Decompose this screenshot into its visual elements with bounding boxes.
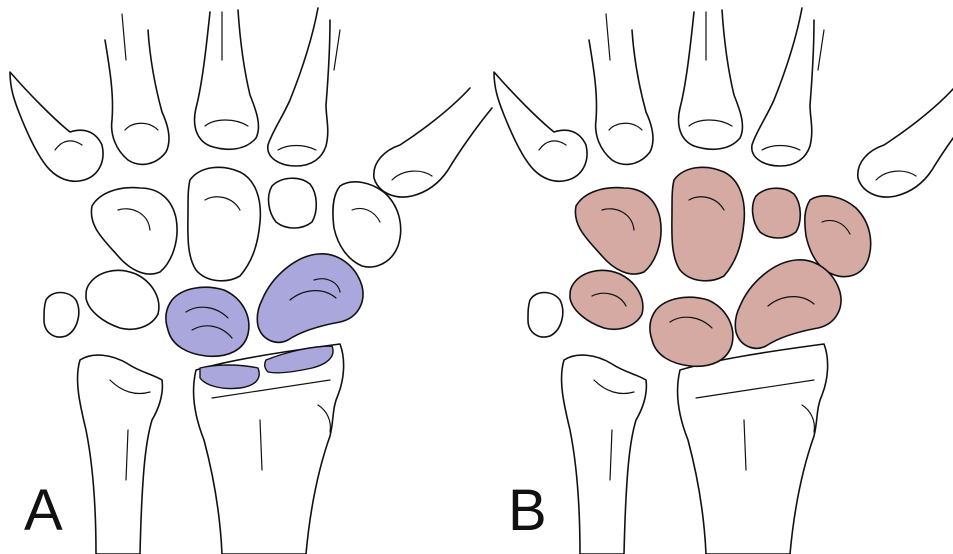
panel-label-a: A: [24, 482, 63, 540]
trapezium-a: [91, 188, 177, 274]
lunate-highlight-b: [650, 297, 733, 366]
trapezoid-highlight-b: [672, 167, 745, 280]
radial-facet-highlight-a: [200, 365, 259, 389]
scaphoid-highlight-a: [257, 254, 363, 343]
panel-b: [494, 8, 953, 554]
trapezoid-a: [188, 167, 261, 280]
scaphoid-highlight-b: [735, 260, 841, 349]
pisiform-b: [528, 293, 563, 338]
triquetrum-highlight-b: [570, 270, 643, 329]
metacarpals-a: [10, 8, 492, 197]
trapezium-highlight-b: [575, 188, 661, 274]
triquetrum-a: [86, 270, 159, 329]
capitate-highlight-b: [753, 188, 801, 238]
panel-a: [10, 8, 492, 554]
capitate-a: [269, 178, 317, 228]
lunate-highlight-a: [166, 287, 249, 356]
pisiform-a: [44, 293, 79, 338]
forearm-b: [562, 344, 828, 554]
metacarpals-b: [494, 8, 953, 197]
panel-label-b: B: [508, 482, 547, 540]
